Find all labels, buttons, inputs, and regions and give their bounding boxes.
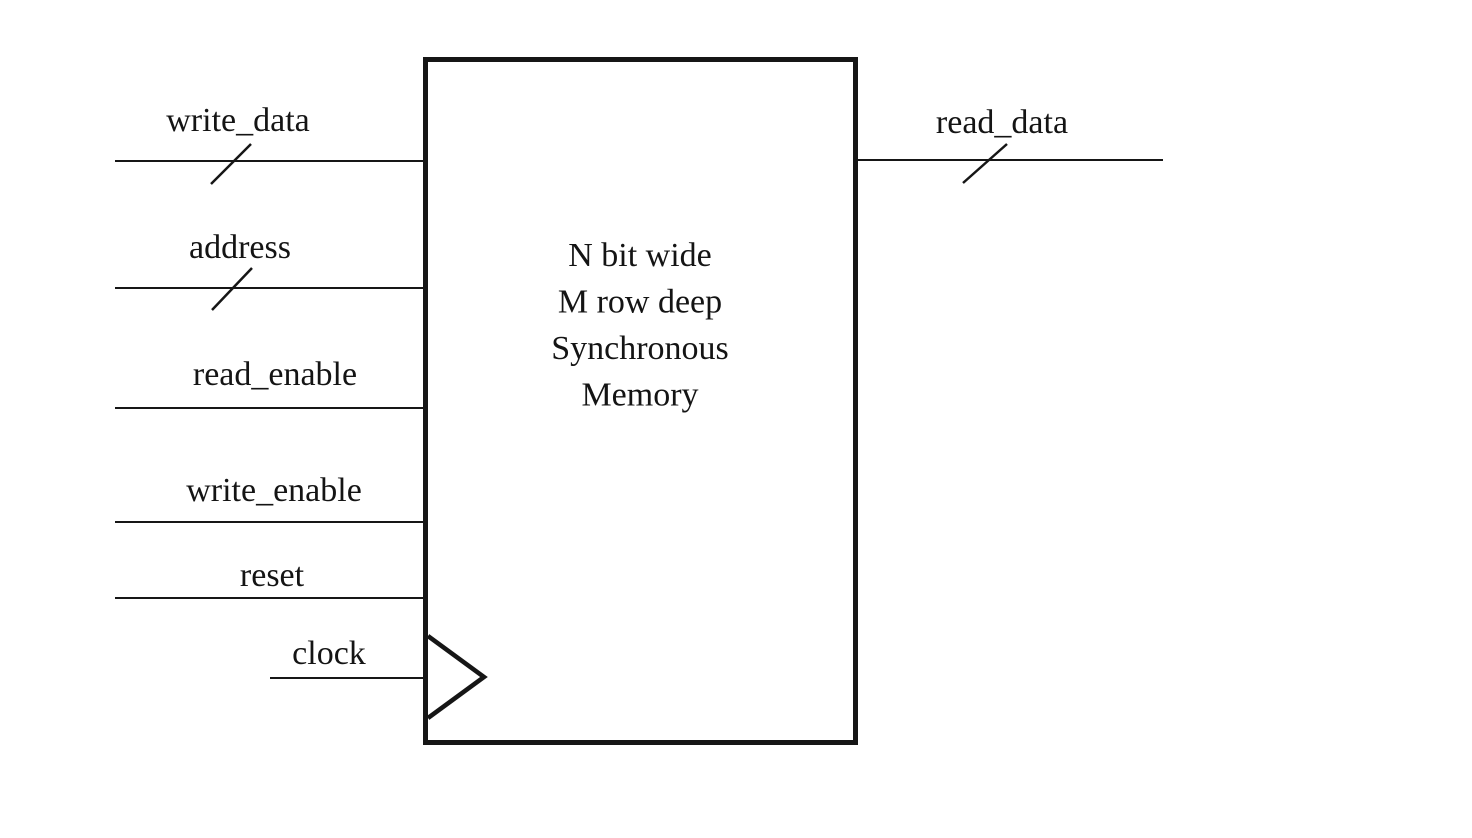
block-label-line-1: N bit wide [568, 237, 712, 274]
read-data-bus-slash-icon [962, 143, 1008, 184]
block-label-line-4: Memory [581, 377, 698, 414]
reset-label: reset [240, 557, 305, 594]
input-read-enable: read_enable [115, 356, 425, 409]
clock-label: clock [292, 635, 366, 672]
write-data-label: write_data [166, 102, 310, 139]
read-data-label: read_data [936, 104, 1068, 141]
memory-block-label: N bit wide M row deep Synchronous Memory [551, 237, 729, 414]
input-write-enable: write_enable [115, 472, 425, 523]
block-label-line-3: Synchronous [551, 330, 729, 367]
input-address: address [115, 229, 425, 311]
input-clock: clock [270, 634, 488, 720]
clock-edge-triangle-icon [426, 634, 488, 720]
write-enable-label: write_enable [186, 472, 362, 509]
memory-block-outline [423, 57, 858, 745]
write-data-bus-slash-icon [210, 143, 252, 185]
output-read-data: read_data [858, 104, 1163, 184]
address-label: address [189, 229, 291, 266]
input-reset: reset [115, 557, 425, 599]
block-label-line-2: M row deep [558, 284, 722, 321]
input-write-data: write_data [115, 102, 425, 185]
read-enable-label: read_enable [193, 356, 357, 393]
address-bus-slash-icon [211, 267, 253, 311]
